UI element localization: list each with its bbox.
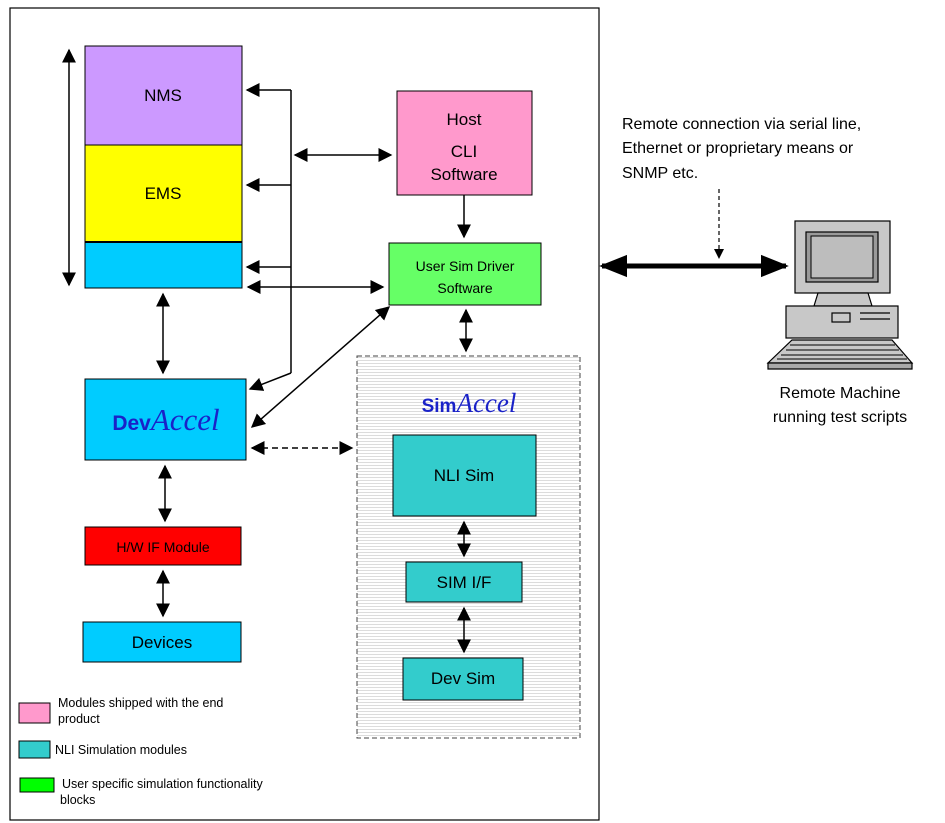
devices-label: Devices <box>132 633 192 652</box>
remote-note-line-3: SNMP etc. <box>622 165 698 182</box>
host-cli-block <box>396 90 533 196</box>
ems-label: EMS <box>145 184 182 203</box>
legend-text-shipped-1: Modules shipped with the end <box>58 696 223 710</box>
legend-swatch-nli <box>18 740 51 759</box>
bus-to-devaccel-arrow <box>248 372 292 391</box>
dev-sim-block <box>402 657 524 701</box>
devices-block <box>82 621 242 663</box>
application-block <box>84 241 243 289</box>
devaccel-block <box>84 378 247 461</box>
nli-sim-block <box>392 434 537 517</box>
system-frame <box>9 7 600 821</box>
legend-text-nli: NLI Simulation modules <box>55 743 187 757</box>
nms-block <box>84 45 243 146</box>
user-sim-driver-label-1: User Sim Driver <box>416 258 515 274</box>
devaccel-logo: DevAccel <box>112 402 219 437</box>
legend-text-user-2: blocks <box>60 793 95 807</box>
devaccel-driver-arrow <box>250 306 391 428</box>
nli-sim-label: NLI Sim <box>434 466 494 485</box>
user-sim-driver-block <box>388 242 542 306</box>
host-cli-label-3: Software <box>430 165 497 184</box>
remote-machine-label-1: Remote Machine <box>780 385 901 402</box>
legend: Modules shipped with the end product NLI… <box>18 696 264 807</box>
dev-sim-label: Dev Sim <box>431 669 495 688</box>
hw-if-module-block <box>84 526 242 566</box>
ems-block <box>84 144 243 243</box>
legend-swatch-user <box>19 777 55 793</box>
hw-if-module-label: H/W IF Module <box>116 539 210 555</box>
sim-if-label: SIM I/F <box>437 573 492 592</box>
legend-text-shipped-2: product <box>58 712 100 726</box>
sim-if-block <box>405 561 523 603</box>
legend-text-user-1: User specific simulation functionality <box>62 777 264 791</box>
connectors <box>156 83 473 654</box>
user-sim-driver-label-2: Software <box>437 280 492 296</box>
nms-label: NMS <box>144 86 182 105</box>
simaccel-logo: SimAccel <box>422 388 517 418</box>
host-cli-label-2: CLI <box>451 142 477 161</box>
host-cli-label-1: Host <box>447 110 482 129</box>
legend-swatch-shipped <box>18 702 51 724</box>
remote-note-line-2: Ethernet or proprietary means or <box>622 140 854 157</box>
remote-note-line-1: Remote connection via serial line, <box>622 116 861 133</box>
computer-icon <box>766 220 914 370</box>
remote-machine-label-2: running test scripts <box>773 409 907 426</box>
